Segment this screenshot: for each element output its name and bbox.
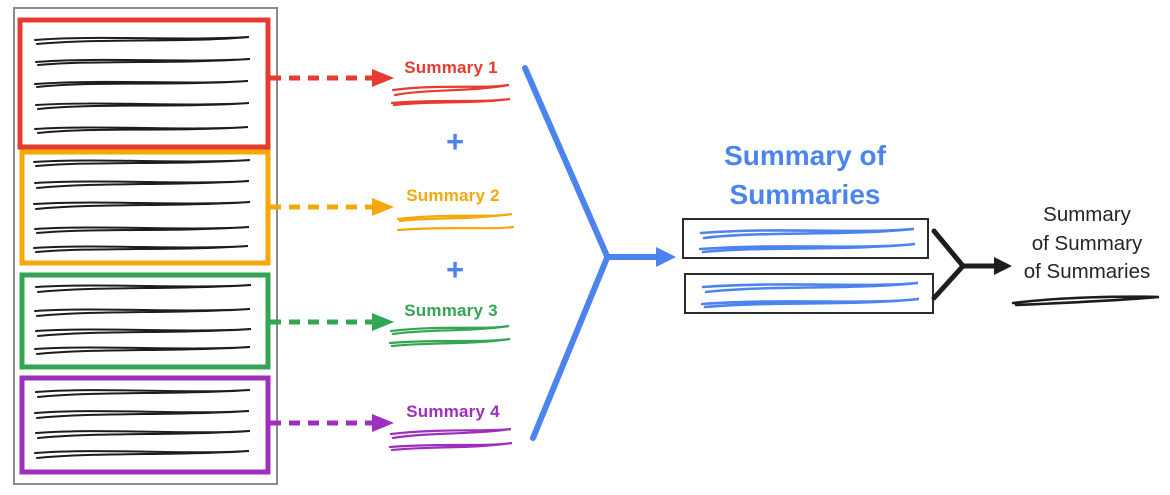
document-3-text-scribbles	[34, 284, 252, 355]
document-1-red-box	[17, 17, 271, 150]
summary-4-scribble	[388, 427, 513, 452]
summary-1-scribble	[390, 83, 511, 107]
document-2-text-scribbles	[33, 159, 251, 253]
summary-of-summaries-title: Summary of Summaries	[724, 140, 886, 210]
final-summary-scribble	[1011, 295, 1160, 307]
document-1-to-summary-1-dashed-arrow	[270, 69, 394, 87]
summary-of-summaries-boxes	[682, 218, 934, 314]
document-1-text-scribbles	[34, 36, 251, 134]
final-summary-title-line-3: of Summaries	[1023, 260, 1151, 283]
summary-of-summaries-box-1	[682, 218, 929, 259]
summary-2-scribble	[396, 212, 515, 232]
document-3-to-summary-3-dashed-arrow	[270, 313, 394, 331]
document-stack-outer-box	[13, 7, 278, 485]
summary-of-summaries-box-2-scribble	[700, 281, 920, 309]
final-merge-lines	[931, 228, 999, 301]
purple-arrowhead-icon	[372, 414, 394, 432]
plus-sign-2: +	[445, 252, 465, 287]
red-arrowhead-icon	[372, 69, 394, 87]
summary-3-scribble	[388, 324, 511, 348]
orange-arrowhead-icon	[372, 198, 394, 216]
document-2-orange-box	[19, 149, 271, 266]
final-summary-title-line-1: Summary	[1043, 203, 1131, 226]
document-3-green-box	[19, 272, 271, 370]
document-4-text-scribbles	[34, 389, 251, 459]
green-arrowhead-icon	[372, 313, 394, 331]
document-4-purple-box	[19, 375, 271, 475]
black-merge-arrowhead-icon	[994, 257, 1012, 275]
summary-of-summaries-box-2	[684, 273, 934, 314]
source-document-stack	[13, 7, 278, 485]
document-2-to-summary-2-dashed-arrow	[270, 198, 394, 216]
blue-merge-arrowhead-icon	[656, 247, 676, 267]
summary-4-label: Summary 4	[406, 402, 500, 421]
summary-2-label: Summary 2	[406, 186, 500, 205]
plus-sign-1: +	[445, 124, 465, 159]
summaries-merge-lines	[522, 65, 661, 441]
final-summary-title: Summary of Summary of Summaries	[1002, 201, 1170, 287]
summary-1-label: Summary 1	[404, 58, 498, 77]
summary-of-summaries-box-1-scribble	[698, 227, 916, 254]
summary-3-label: Summary 3	[404, 301, 498, 320]
document-4-to-summary-4-dashed-arrow	[270, 414, 394, 432]
final-summary-title-line-2: of Summary	[1031, 231, 1143, 255]
